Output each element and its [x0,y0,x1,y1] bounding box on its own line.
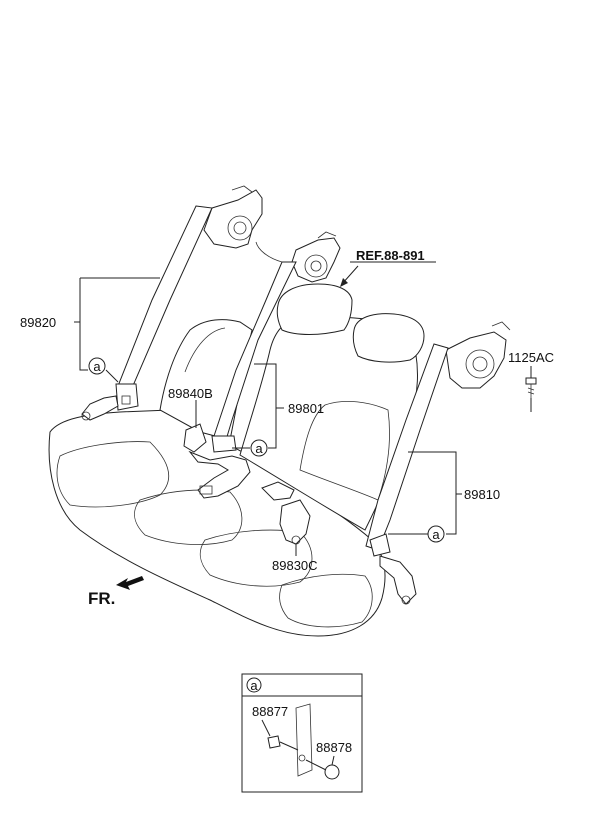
center-seat-belt [211,231,341,453]
marker-a-left: a [88,357,106,375]
marker-a-left-label: a [93,359,101,374]
bolt-1125ac [525,377,537,398]
right-seat-belt [365,321,511,605]
label-89801: 89801 [288,401,324,416]
detail-a-inset: a 88877 88878 [241,673,363,793]
marker-a-center-label: a [255,441,263,456]
front-direction-indicator: FR. [88,576,144,608]
center-buckle-assembly [183,423,251,499]
left-seat-belt [81,185,263,421]
label-88877: 88877 [252,704,288,719]
marker-a-right-label: a [432,527,440,542]
label-89830c: 89830C [272,558,318,573]
ref-arrowhead [340,278,348,287]
label-89810: 89810 [464,487,500,502]
label-89820: 89820 [20,315,56,330]
marker-a-center: a [250,439,268,457]
label-89840b: 89840B [168,386,213,401]
label-1125ac: 1125AC [508,350,554,365]
label-ref: REF.88-891 [356,248,425,263]
front-arrow-icon [116,576,144,590]
marker-a-right: a [427,525,445,543]
headrests [255,241,425,363]
label-fr: FR. [88,589,115,608]
rear-seat-back [159,316,418,531]
inset-header-label: a [250,678,258,693]
buckle-89830c [261,481,311,545]
label-88878: 88878 [316,740,352,755]
